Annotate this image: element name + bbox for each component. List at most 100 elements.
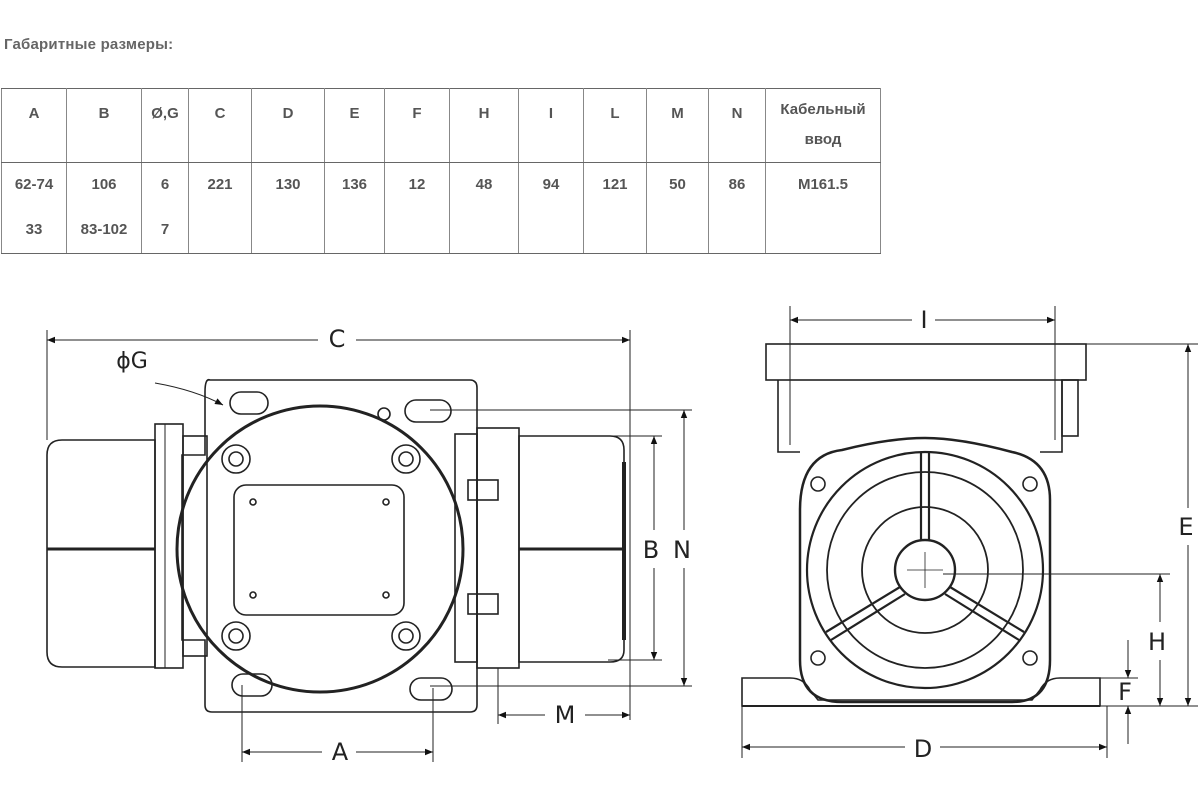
header-cell-cable-entry: Кабельный ввод (765, 88, 881, 163)
outer-ring (805, 450, 1045, 690)
spoke-left (830, 593, 906, 641)
corner-bolt (1022, 650, 1038, 666)
corner-bolt (810, 476, 826, 492)
corner-bolt (810, 650, 826, 666)
phi-g-leader (154, 382, 224, 406)
table-header-row: A B Ø,G C D E F H I L M N Кабельный ввод (1, 88, 881, 163)
header-cell-e: E (324, 88, 385, 163)
label-m: M (555, 701, 576, 729)
header-cell-f: F (384, 88, 450, 163)
base-plate (181, 378, 478, 713)
label-phi-g: ϕG (116, 349, 148, 374)
dimensions-table: A B Ø,G C D E F H I L M N Кабельный ввод… (1, 88, 881, 254)
bolt (221, 444, 251, 474)
label-h: H (1148, 628, 1166, 656)
clamp (467, 593, 499, 615)
label-i: I (920, 306, 927, 334)
top-view (46, 378, 626, 713)
header-cell-g: Ø,G (141, 88, 189, 163)
bolt (391, 444, 421, 474)
label-n: N (673, 536, 691, 564)
label-b: B (643, 536, 659, 564)
table-cell: 7 (141, 205, 189, 254)
dimensions-heading: Габаритные размеры: (4, 36, 174, 53)
screw (382, 498, 390, 506)
bolt-inner (228, 451, 244, 467)
bolt-inner (228, 628, 244, 644)
left-flange (154, 423, 184, 669)
table-cell: 136 (324, 162, 385, 205)
screw (382, 591, 390, 599)
terminal-box (233, 484, 405, 616)
label-d: D (914, 735, 932, 763)
table-cell: M161.5 (765, 162, 881, 205)
table-cell: 130 (251, 162, 325, 205)
table-row: 33 83-102 7 (1, 205, 881, 254)
table-cell: 12 (384, 162, 450, 205)
right-flange (454, 433, 478, 663)
label-e: E (1178, 513, 1193, 541)
table-cell (449, 205, 519, 254)
header-cell-m: M (646, 88, 709, 163)
third-ring (861, 506, 989, 634)
table-cell (708, 205, 766, 254)
right-flange-outer (476, 427, 520, 669)
label-c: C (329, 325, 346, 353)
terminal-block-top (765, 343, 1087, 381)
table-cell: 50 (646, 162, 709, 205)
header-cell-l: L (583, 88, 647, 163)
table-cell (646, 205, 709, 254)
header-cell-d: D (251, 88, 325, 163)
table-cell: 106 (66, 162, 142, 205)
side-lug (1061, 379, 1079, 437)
slot-top-right (404, 399, 452, 423)
bolt-inner (398, 628, 414, 644)
header-cell-h: H (449, 88, 519, 163)
top-view-dimensions (46, 330, 692, 762)
header-cell-b: B (66, 88, 142, 163)
table-cell: 83-102 (66, 205, 142, 254)
slot-bottom-left (231, 673, 273, 697)
table-cell: 33 (1, 205, 67, 254)
bolt (221, 621, 251, 651)
table-cell (583, 205, 647, 254)
main-body-circle (175, 404, 465, 694)
spoke-right (944, 593, 1020, 641)
table-cell: 121 (583, 162, 647, 205)
table-cell (518, 205, 584, 254)
header-cell-a: A (1, 88, 67, 163)
slot-bottom-right (409, 677, 453, 701)
table-cell: 221 (188, 162, 252, 205)
spoke-left (825, 586, 901, 633)
label-f: F (1118, 678, 1132, 706)
table-cell: 48 (449, 162, 519, 205)
second-ring (826, 471, 1024, 669)
clamp (467, 479, 499, 501)
table-cell: 6 (141, 162, 189, 205)
table-cell (384, 205, 450, 254)
corner-bolt (1022, 476, 1038, 492)
table-cell (251, 205, 325, 254)
screw (249, 591, 257, 599)
table-row: 62-74 106 6 221 130 136 12 48 94 121 50 … (1, 162, 881, 205)
table-cell (188, 205, 252, 254)
bolt (391, 621, 421, 651)
shaft-circle (893, 538, 957, 602)
label-a: A (332, 738, 349, 766)
slot-top-left (229, 391, 269, 415)
screw (249, 498, 257, 506)
foot-base (741, 677, 1101, 707)
terminal-left-wall (777, 380, 800, 453)
end-view (741, 343, 1101, 707)
table-cell (765, 205, 881, 254)
left-motor-housing (46, 439, 156, 668)
spoke-right (949, 586, 1025, 633)
left-flange-inner (182, 435, 208, 657)
right-motor-housing (518, 435, 625, 663)
table-cell: 86 (708, 162, 766, 205)
terminal-right-wall (1040, 380, 1063, 453)
end-view-dimensions (741, 306, 1198, 758)
bolt-inner (398, 451, 414, 467)
end-housing (798, 436, 1052, 704)
